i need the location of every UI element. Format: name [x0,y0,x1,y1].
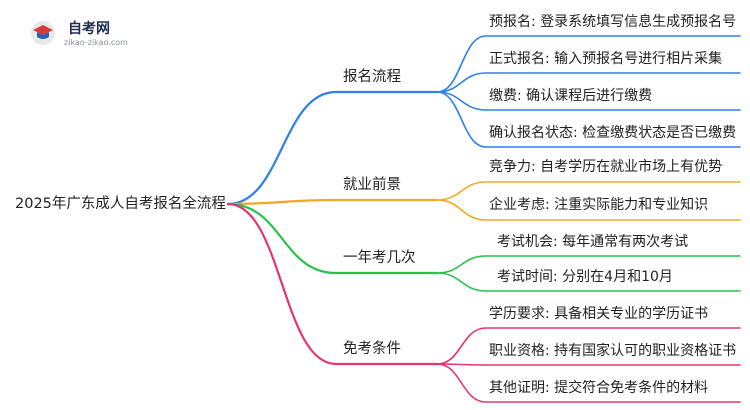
branch-label-exams-per-year: 一年考几次 [343,250,416,266]
leaf-employer-considerations: 企业考虑: 注重实际能力和专业知识 [489,197,709,213]
leaf-other-proof: 其他证明: 提交符合免考条件的材料 [489,380,709,396]
leaf-connector [436,72,741,93]
branch-connector [226,202,439,275]
logo-url: zikao-zikao.com [64,38,128,47]
leaf-connector [436,255,741,274]
branch-label-registration-process: 报名流程 [343,69,401,85]
branch-connector [226,202,439,366]
leaf-connector [436,91,741,111]
leaf-connector [436,199,741,221]
leaf-payment: 缴费: 确认课程后进行缴费 [489,88,653,104]
branch-connector [226,90,439,206]
leaf-competitiveness: 竞争力: 自考学历在就业市场上有优势 [489,159,723,175]
branch-connector [226,198,439,206]
leaf-connector [436,363,741,403]
leaf-connector [436,363,741,366]
leaf-confirm-status: 确认报名状态: 检查缴费状态是否已缴费 [489,125,737,141]
leaf-connector [436,35,741,93]
leaf-pre-registration: 预报名: 登录系统填写信息生成预报名号 [489,14,737,30]
leaf-connector [436,272,741,292]
graduation-cap-icon [31,21,55,45]
logo-name: 自考网 [68,21,110,37]
leaf-education-requirement: 学历要求: 具备相关专业的学历证书 [489,306,709,322]
root-topic: 2025年广东成人自考报名全流程 [15,196,226,212]
leaf-connector [436,91,741,148]
leaf-professional-qualification: 职业资格: 持有国家认可的职业资格证书 [489,343,737,359]
leaf-connector [436,327,741,365]
site-logo[interactable]: 自考网 zikao-zikao.com [30,18,150,52]
leaf-connector [436,181,741,201]
leaf-exam-time: 考试时间: 分别在4月和10月 [497,269,673,285]
branch-label-employment-prospects: 就业前景 [343,177,401,193]
branch-label-exemption-conditions: 免考条件 [343,341,401,357]
leaf-exam-opportunities: 考试机会: 每年通常有两次考试 [497,234,689,250]
leaf-formal-registration: 正式报名: 输入预报名号进行相片采集 [489,51,723,67]
